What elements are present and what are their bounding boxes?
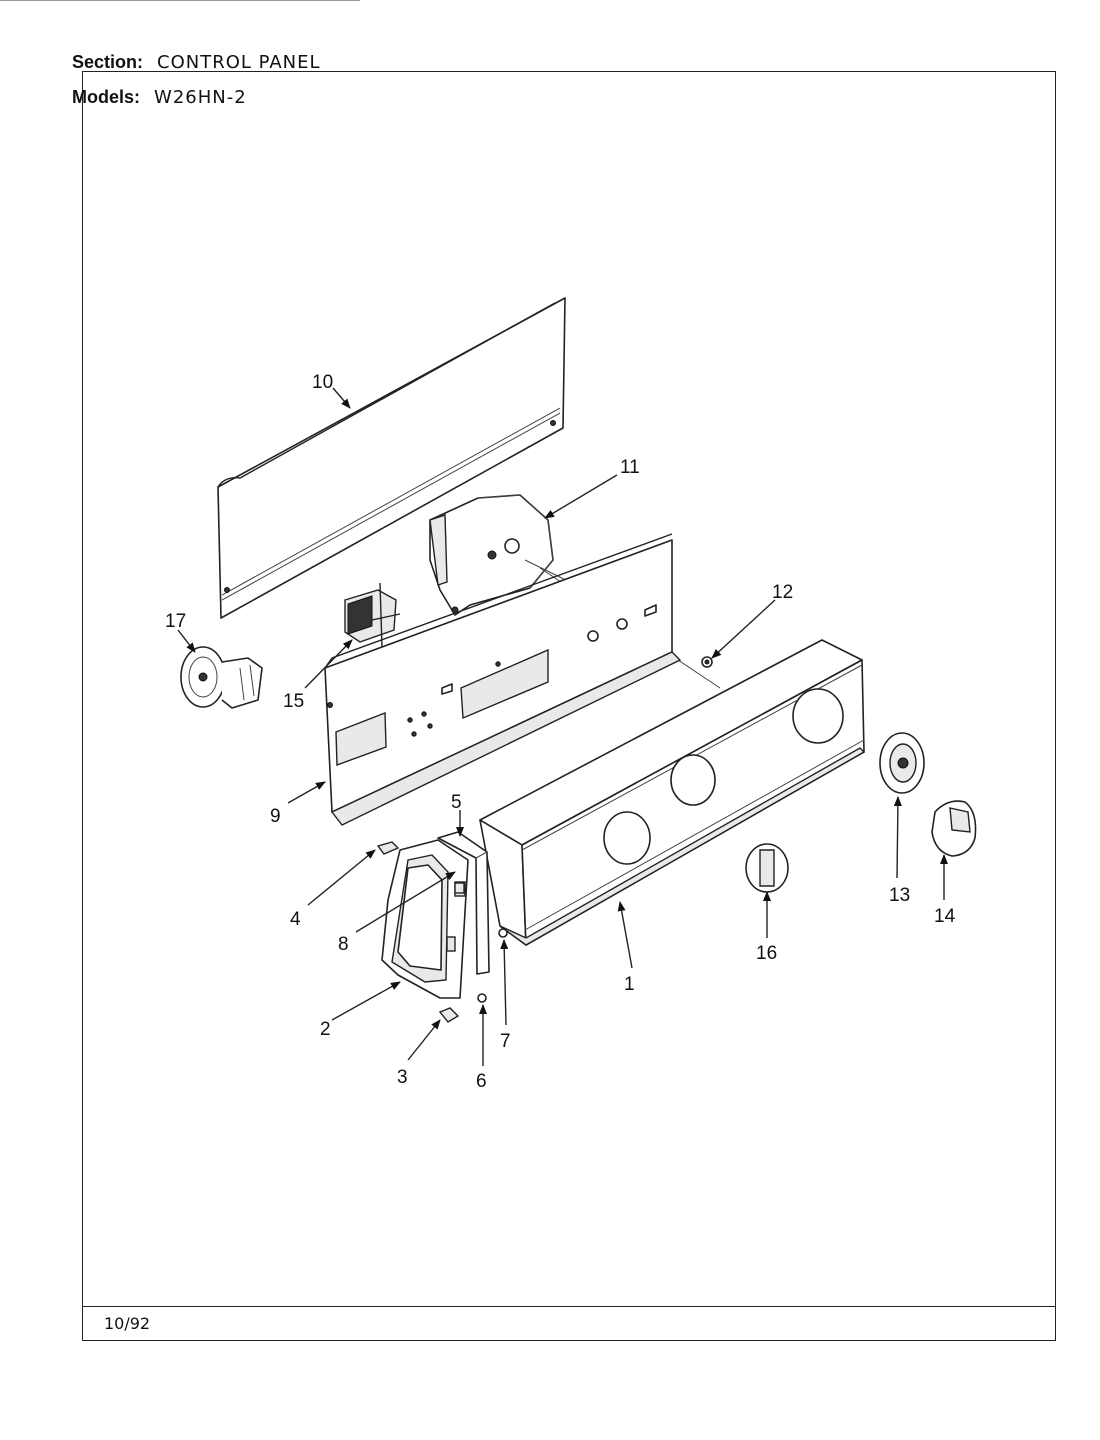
part-2-end-cap <box>381 839 469 999</box>
callout-5: 5 <box>451 792 462 813</box>
part-16-knob <box>745 843 789 893</box>
callout-4: 4 <box>290 909 301 930</box>
callout-17: 17 <box>165 611 186 632</box>
part-12-nut <box>701 656 713 668</box>
part-14-knob <box>931 800 977 857</box>
callout-14: 14 <box>934 906 956 927</box>
part-17-motor <box>180 646 263 709</box>
section-value: CONTROL PANEL <box>157 52 321 73</box>
section-label: Section: <box>72 52 144 72</box>
callout-7: 7 <box>500 1031 511 1052</box>
callout-16: 16 <box>756 943 777 964</box>
part-3-clip <box>438 1007 460 1023</box>
callout-labels: 1 2 3 4 5 6 7 8 9 10 11 12 13 14 15 16 1… <box>165 372 956 1092</box>
leader-lines <box>177 387 948 1066</box>
models-heading: Models: W26HN-2 <box>72 87 247 108</box>
callout-9: 9 <box>270 806 281 827</box>
section-heading: Section: CONTROL PANEL <box>72 52 321 73</box>
callout-2: 2 <box>320 1019 331 1040</box>
part-6-screw <box>477 993 487 1003</box>
callout-6: 6 <box>476 1071 487 1092</box>
callout-11: 11 <box>620 457 640 478</box>
callout-12: 12 <box>772 582 793 603</box>
footer-rule <box>82 1306 1056 1307</box>
callout-8: 8 <box>338 934 349 955</box>
callout-15: 15 <box>283 691 304 712</box>
callout-3: 3 <box>397 1067 408 1088</box>
part-15-switch <box>344 582 401 649</box>
part-4-clip <box>376 841 400 855</box>
models-label: Models: <box>72 87 141 107</box>
models-value: W26HN-2 <box>154 87 247 108</box>
part-7-screw <box>498 928 508 938</box>
part-1-console <box>479 639 866 946</box>
callout-13: 13 <box>889 885 910 906</box>
scan-edge-line <box>0 0 360 1</box>
callout-1: 1 <box>624 974 635 995</box>
callout-10: 10 <box>312 372 333 393</box>
part-8-clip <box>454 882 465 894</box>
part-13-bezel <box>879 732 925 794</box>
diagram-frame <box>82 71 1056 1341</box>
part-10-rear-cover <box>217 297 566 619</box>
footer-date: 10/92 <box>104 1314 151 1333</box>
